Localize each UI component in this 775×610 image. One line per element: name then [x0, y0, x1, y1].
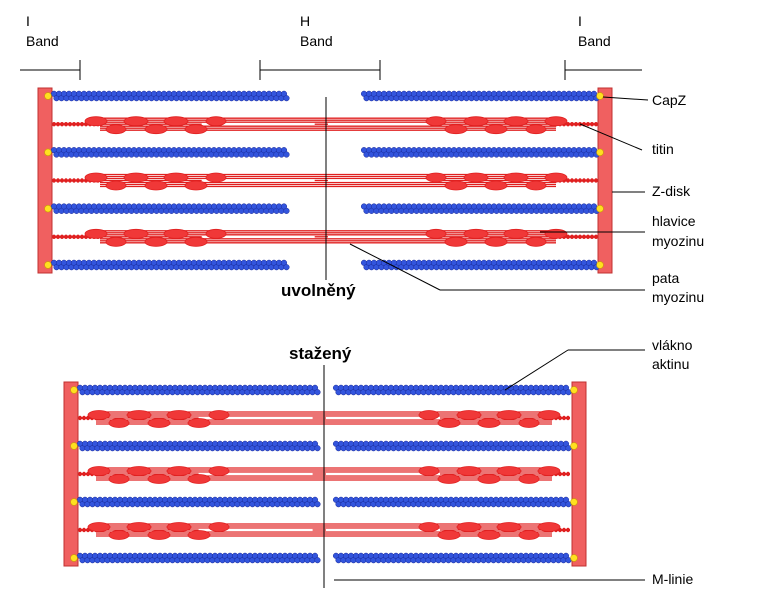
actin-filament: [50, 90, 290, 102]
z-disc-left: [63, 381, 79, 567]
myosin-filament: [87, 522, 324, 540]
actin-filament: [50, 203, 290, 214]
actin-filament: [50, 147, 290, 158]
sarcomere-contracted: [63, 381, 587, 567]
myosin-filament: [326, 228, 568, 247]
capz-cap: [44, 204, 52, 213]
band-label-i-left-2: Band: [26, 33, 59, 49]
capz-cap: [596, 204, 604, 213]
capz-cap: [70, 554, 78, 562]
myosin-filament: [87, 466, 324, 484]
label-zdisk: Z-disk: [652, 183, 691, 199]
capz-cap: [570, 554, 578, 562]
capz-cap: [596, 92, 604, 100]
capz-cap: [596, 261, 604, 269]
label-capz: CapZ: [652, 92, 687, 108]
capz-cap: [570, 386, 578, 394]
band-label-i-right-1: I: [578, 13, 582, 29]
myosin-filament: [84, 116, 326, 135]
myosin-filament: [84, 228, 326, 247]
state-relaxed: uvolněný: [281, 281, 356, 300]
capz-cap: [570, 498, 578, 506]
band-label-h-1: H: [300, 13, 310, 29]
z-disc-right: [571, 381, 587, 567]
capz-cap: [596, 148, 604, 157]
capz-cap: [70, 386, 78, 394]
capz-cap: [44, 261, 52, 269]
actin-filament: [332, 384, 572, 396]
label-myosin-head-2: myozinu: [652, 233, 704, 249]
label-actin-2: aktinu: [652, 356, 689, 372]
actin-filament: [360, 259, 600, 271]
actin-filament: [76, 552, 321, 564]
actin-filament: [360, 147, 600, 158]
label-titin: titin: [652, 141, 674, 157]
myosin-filament: [324, 410, 561, 428]
actin-filament: [360, 90, 600, 102]
label-mline: M-linie: [652, 571, 693, 587]
band-label-i-left-1: I: [26, 13, 30, 29]
band-brackets: [20, 60, 642, 80]
myosin-filament: [326, 172, 568, 191]
label-myosin-foot-1: pata: [652, 270, 679, 286]
actin-filament: [332, 552, 572, 564]
band-label-i-right-2: Band: [578, 33, 611, 49]
actin-filament: [332, 496, 572, 508]
capz-cap: [44, 92, 52, 100]
capz-cap: [70, 498, 78, 506]
sarcomere-relaxed: [37, 87, 613, 274]
myosin-filament: [324, 522, 561, 540]
actin-filament: [332, 440, 572, 452]
leader-lines: [334, 96, 649, 581]
z-disc-right: [597, 87, 613, 274]
label-actin-1: vlákno: [652, 337, 693, 353]
label-myosin-foot-2: myozinu: [652, 289, 704, 305]
actin-filament: [76, 496, 321, 508]
capz-cap: [44, 148, 52, 157]
myosin-filament: [84, 172, 326, 191]
label-myosin-head-1: hlavice: [652, 213, 696, 229]
myosin-filament: [87, 410, 324, 428]
myosin-filament: [324, 466, 561, 484]
actin-filament: [360, 203, 600, 214]
state-contracted: stažený: [289, 344, 352, 363]
z-disc-left: [37, 87, 53, 274]
actin-filament: [76, 440, 321, 452]
capz-cap: [70, 442, 78, 450]
myosin-filament: [326, 116, 568, 135]
capz-cap: [570, 442, 578, 450]
actin-filament: [76, 384, 321, 396]
actin-filament: [50, 259, 290, 271]
band-label-h-2: Band: [300, 33, 333, 49]
